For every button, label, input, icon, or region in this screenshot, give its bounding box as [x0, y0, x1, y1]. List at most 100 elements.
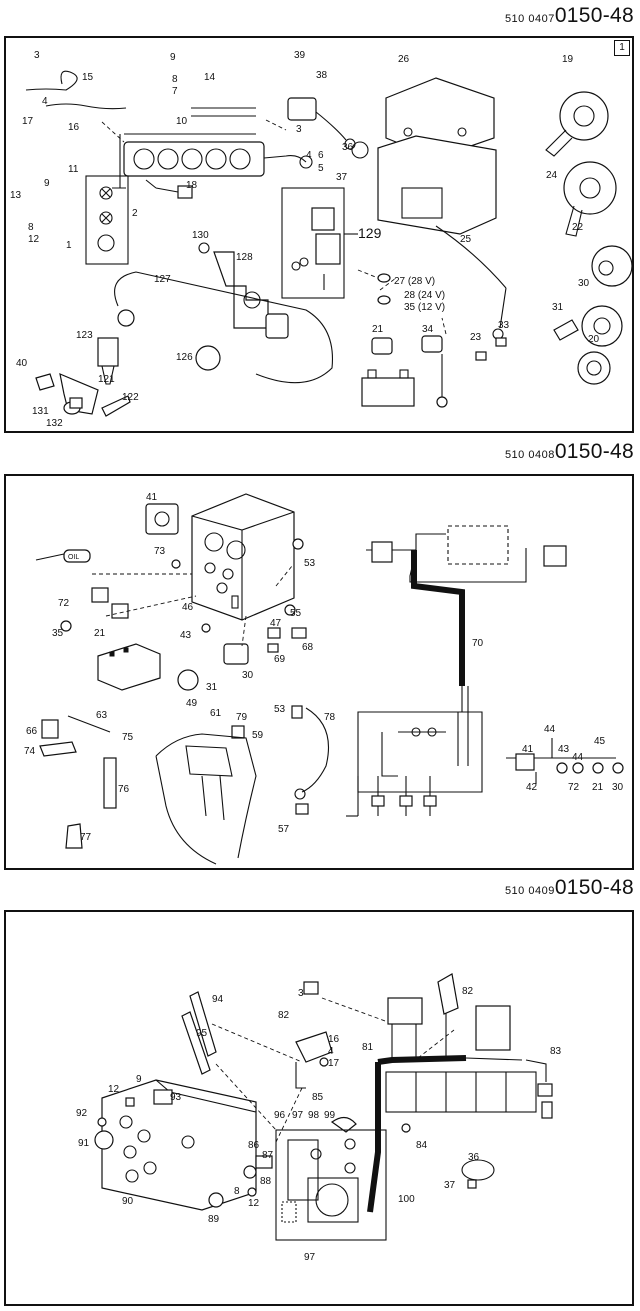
callout: 15 [82, 72, 94, 83]
battery-master-switch [377, 77, 497, 235]
callout: 16 [68, 122, 80, 133]
callout: 21 [372, 324, 384, 335]
callout: 13 [10, 190, 22, 201]
callout: 34 [422, 324, 434, 335]
panel-2-doc-number: 510 0408 [504, 449, 555, 461]
ground-cable-78 [291, 705, 330, 815]
callout: 95 [196, 1028, 208, 1039]
callout: 31 [206, 682, 218, 693]
callout: 96 [274, 1110, 286, 1121]
callout: 37 [336, 172, 348, 183]
wiring-harness-81 [367, 973, 553, 1213]
callout: 9 [170, 52, 176, 63]
callout: 19 [562, 54, 574, 65]
callout: 61 [210, 708, 222, 719]
oil-label: OIL [68, 554, 79, 561]
callout: 123 [76, 330, 93, 341]
callout: 21 [94, 628, 106, 639]
callout: 129 [358, 225, 382, 241]
callout: 93 [170, 1092, 182, 1103]
panel-3-drawing: 3 82 94 95 82 16 4 17 81 83 12 9 93 92 8… [76, 973, 562, 1263]
callout: 36 [342, 142, 354, 153]
brackets-and-straps [39, 715, 245, 849]
relay-box [85, 175, 129, 265]
callout: 8 [172, 74, 178, 85]
callout: 72 [58, 598, 70, 609]
callout: 46 [182, 602, 194, 613]
callout: 16 [328, 1034, 340, 1045]
tacho-cable [114, 271, 334, 384]
callout: 31 [552, 302, 564, 313]
callout: 49 [186, 698, 198, 709]
callout: 69 [274, 654, 286, 665]
callout: 10 [176, 116, 188, 127]
plate-fittings [94, 1089, 273, 1208]
callout: 17 [22, 116, 34, 127]
callout: 79 [236, 712, 248, 723]
callout: 66 [26, 726, 38, 737]
callout: 81 [362, 1042, 374, 1053]
callout: 4 [42, 96, 48, 107]
starter-switch [223, 643, 249, 665]
callout: 89 [208, 1214, 220, 1225]
callout: 84 [416, 1140, 428, 1151]
callout: 44 [544, 724, 556, 735]
callout: 72 [568, 782, 580, 793]
temperature-sender [145, 179, 193, 199]
hose-clamp-36 [461, 1159, 495, 1189]
callout: 98 [308, 1110, 320, 1121]
wiring-harness [25, 70, 313, 189]
callout: 5 [318, 163, 324, 174]
callout: 68 [302, 642, 314, 653]
schematic-right [506, 738, 624, 784]
callout: 9 [44, 178, 50, 189]
conduit-tube [385, 1071, 537, 1133]
callout: 43 [558, 744, 570, 755]
panel-1-doc-number: 510 0407 [504, 13, 555, 25]
panel-1-sheet-number: 1 [614, 40, 630, 56]
relay-box-100 [275, 1129, 387, 1241]
callout: 70 [472, 638, 484, 649]
callout: 130 [192, 230, 209, 241]
solenoid-kit-129 [281, 187, 358, 299]
callout: 82 [278, 1010, 290, 1021]
callout: 41 [146, 492, 158, 503]
callout: 9 [136, 1074, 142, 1085]
ignition-key-switch [177, 669, 199, 691]
callout: 27 (28 V) [394, 276, 435, 287]
pressure-switch [91, 587, 109, 603]
callout: 63 [96, 710, 108, 721]
callout: 97 [292, 1110, 304, 1121]
callout: 75 [122, 732, 134, 743]
instrument-box [191, 493, 295, 621]
callout: 94 [212, 994, 224, 1005]
engine-outline [155, 733, 257, 865]
panel-2-drawing: OIL [24, 492, 624, 865]
callout: 44 [572, 752, 584, 763]
callout: 22 [572, 222, 584, 233]
callout: 78 [324, 712, 336, 723]
panel-1-drawing-number: 0150-48 [554, 4, 634, 27]
callout: 30 [578, 278, 590, 289]
callout: 14 [204, 72, 216, 83]
callout: 59 [252, 730, 264, 741]
callout: 41 [522, 744, 534, 755]
sender-38 [287, 97, 356, 150]
callout: 33 [498, 320, 510, 331]
callout: 74 [24, 746, 36, 757]
callout: 126 [176, 352, 193, 363]
panel-1-drawing: 3 15 4 17 16 11 9 13 8 12 1 2 18 7 8 9 1… [10, 50, 633, 429]
panel-2-instrument-box: OIL [4, 474, 634, 870]
callout: 30 [242, 670, 254, 681]
callout: 37 [444, 1180, 456, 1191]
callout: 39 [294, 50, 306, 61]
panel-1-electrical-components: 1 [4, 36, 634, 433]
callout: 73 [154, 546, 166, 557]
callout: 20 [588, 334, 600, 345]
callout: 11 [68, 164, 79, 175]
callout: 2 [132, 208, 138, 219]
battery [97, 643, 161, 691]
panel-1-header: 510 04070150-48 [505, 4, 634, 28]
callout: 8 [234, 1186, 240, 1197]
callout: 132 [46, 418, 63, 429]
